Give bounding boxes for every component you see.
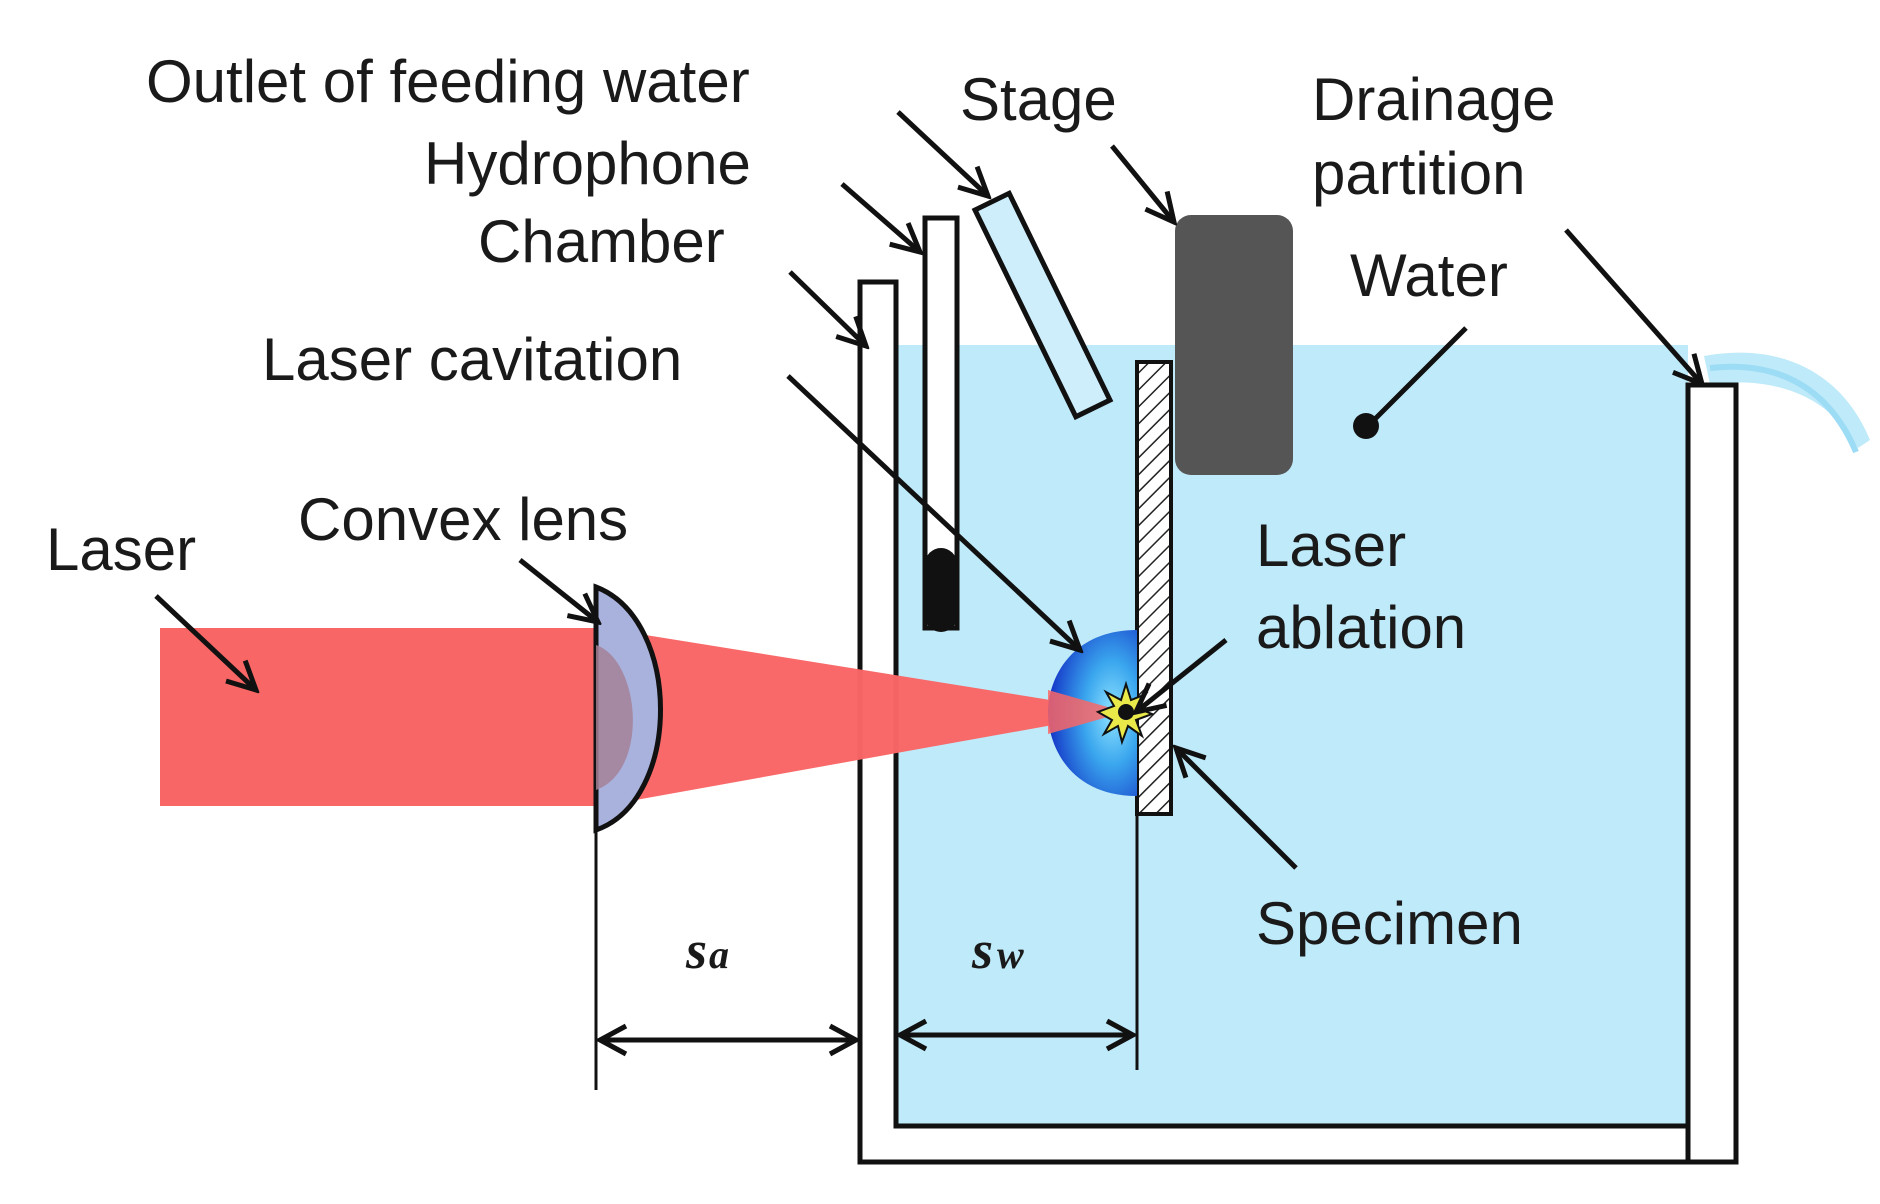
label-hydrophone: Hydrophone xyxy=(424,130,751,197)
feeding-water-outlet xyxy=(971,189,1114,421)
laser-focus-cone xyxy=(602,628,1125,806)
outlet-leader xyxy=(896,110,988,196)
stage-leader xyxy=(1110,144,1174,222)
laser-cavitation-leader xyxy=(786,374,1080,650)
label-laser-cavitation: Laser cavitation xyxy=(262,326,682,393)
water-leader-dot xyxy=(1353,413,1379,439)
convex-lens-leader xyxy=(518,558,598,622)
water-overflow-jet xyxy=(1704,352,1870,448)
water-body xyxy=(898,345,1688,1125)
stage-block xyxy=(1175,215,1293,475)
label-laser-ablation-line2: ablation xyxy=(1256,594,1466,661)
water-leader xyxy=(1368,326,1468,426)
specimen-plate xyxy=(1135,360,1173,816)
label-chamber: Chamber xyxy=(478,208,725,275)
hydrophone-tip xyxy=(925,548,957,632)
laser-leader xyxy=(154,594,256,690)
drainage-leader xyxy=(1564,228,1702,384)
laser-ablation-leader xyxy=(1136,638,1228,712)
laser-beam xyxy=(160,628,602,806)
label-drainage-line2: partition xyxy=(1312,140,1525,207)
chamber-leader xyxy=(788,270,866,346)
label-drainage-line1: Drainage xyxy=(1312,66,1556,133)
label-sa: sa xyxy=(685,920,729,980)
label-laser: Laser xyxy=(46,516,196,583)
hydrophone-leader xyxy=(840,182,920,252)
label-specimen: Specimen xyxy=(1256,890,1523,957)
label-convex-lens: Convex lens xyxy=(298,486,628,553)
label-outlet: Outlet of feeding water xyxy=(146,48,750,115)
label-laser-ablation-line1: Laser xyxy=(1256,512,1406,579)
label-water: Water xyxy=(1350,242,1508,309)
drainage-partition xyxy=(1685,382,1739,1165)
label-stage: Stage xyxy=(960,66,1117,133)
specimen-leader xyxy=(1176,748,1298,870)
